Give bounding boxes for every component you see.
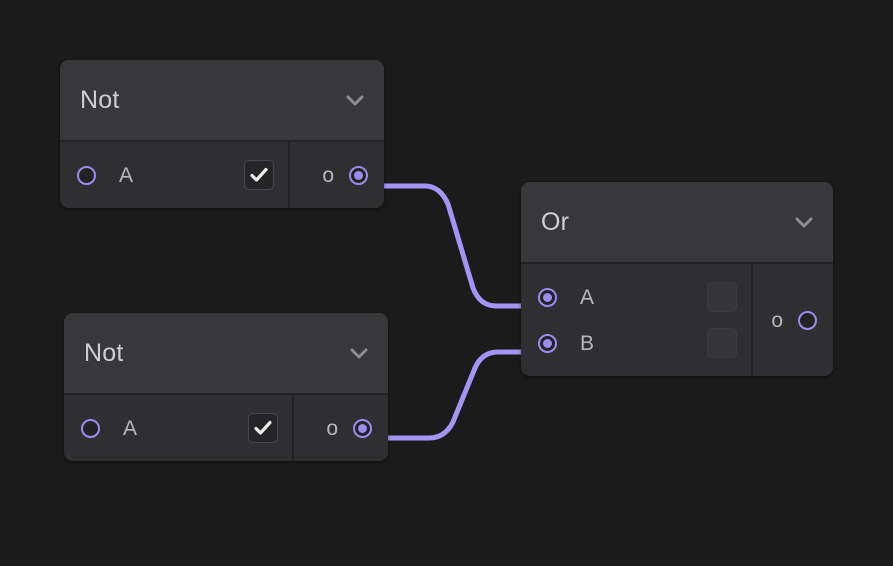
node-not-2-outputs: o xyxy=(294,395,388,461)
output-row-o[interactable]: o xyxy=(294,405,388,451)
node-or-1[interactable]: Or A B xyxy=(521,182,833,376)
input-label-a: A xyxy=(119,163,134,187)
node-or-1-header[interactable]: Or xyxy=(521,182,833,264)
input-label-a: A xyxy=(123,416,138,440)
output-port-o[interactable] xyxy=(798,310,817,330)
input-label-a: A xyxy=(580,285,595,309)
input-row-a[interactable]: A xyxy=(521,274,751,320)
node-not-1-body: A o xyxy=(60,142,384,208)
node-or-1-outputs: o xyxy=(753,264,833,376)
input-checkbox-a[interactable] xyxy=(707,282,737,312)
input-row-a[interactable]: A xyxy=(64,405,292,451)
output-row-o[interactable]: o xyxy=(753,297,833,343)
node-not-2-title: Not xyxy=(84,338,124,367)
node-not-1[interactable]: Not A xyxy=(60,60,384,208)
chevron-down-icon[interactable] xyxy=(793,211,815,233)
input-label-b: B xyxy=(580,331,595,355)
input-checkbox-a[interactable] xyxy=(248,413,278,443)
input-checkbox-a[interactable] xyxy=(244,160,274,190)
output-row-o[interactable]: o xyxy=(290,152,384,198)
output-label-o: o xyxy=(771,308,783,332)
chevron-down-icon[interactable] xyxy=(348,342,370,364)
node-or-1-title: Or xyxy=(541,207,570,236)
output-label-o: o xyxy=(326,416,338,440)
connection-wire-not1-to-or-a[interactable] xyxy=(381,183,534,309)
input-port-b[interactable] xyxy=(538,333,557,353)
node-not-2-inputs: A xyxy=(64,395,294,461)
node-not-2-header[interactable]: Not xyxy=(64,313,388,395)
connection-wire-not2-to-or-b[interactable] xyxy=(385,349,534,441)
node-or-1-inputs: A B xyxy=(521,264,753,376)
node-not-2-body: A o xyxy=(64,395,388,461)
output-port-o[interactable] xyxy=(349,165,368,185)
input-port-a[interactable] xyxy=(538,287,557,307)
node-or-1-body: A B o xyxy=(521,264,833,376)
node-not-2[interactable]: Not A xyxy=(64,313,388,461)
input-checkbox-b[interactable] xyxy=(707,328,737,358)
node-not-1-inputs: A xyxy=(60,142,290,208)
input-row-a[interactable]: A xyxy=(60,152,288,198)
input-port-a[interactable] xyxy=(81,418,100,438)
input-port-a[interactable] xyxy=(77,165,96,185)
chevron-down-icon[interactable] xyxy=(344,89,366,111)
output-label-o: o xyxy=(322,163,334,187)
output-port-o[interactable] xyxy=(353,418,372,438)
node-not-1-header[interactable]: Not xyxy=(60,60,384,142)
node-not-1-title: Not xyxy=(80,85,120,114)
input-row-b[interactable]: B xyxy=(521,320,751,366)
node-not-1-outputs: o xyxy=(290,142,384,208)
